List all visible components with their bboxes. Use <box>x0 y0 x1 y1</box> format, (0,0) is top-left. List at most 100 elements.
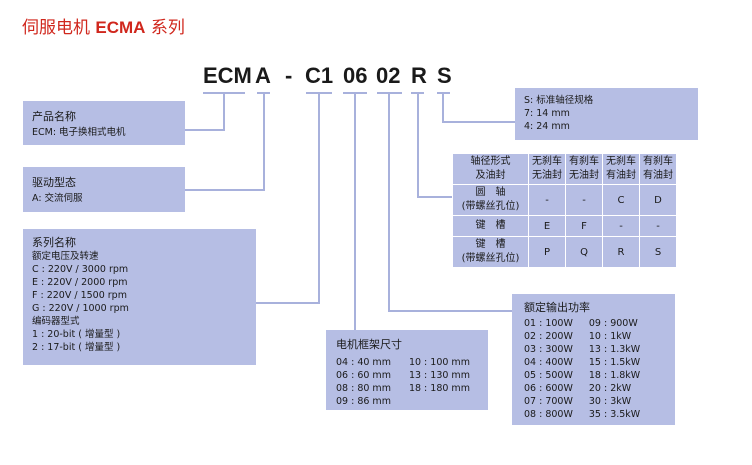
table-corner-line: 轴径形式 <box>470 156 511 167</box>
table-cell: F <box>566 216 602 236</box>
row-label: 键 槽 <box>453 216 528 236</box>
table-row: 键 槽 (带螺丝孔位) P Q R S <box>453 237 676 267</box>
row-label-line: (带螺丝孔位) <box>461 201 520 212</box>
table-cell: R <box>603 237 639 267</box>
table-header: 有刹车 无油封 <box>566 154 602 184</box>
output-power-heading: 额定输出功率 <box>524 301 590 314</box>
power-item: 04 : 400W <box>524 357 573 368</box>
rated-item: G : 220V / 1000 rpm <box>32 303 129 314</box>
drive-type-value: A: 交流伺服 <box>32 193 83 204</box>
table-corner: 轴径形式 及油封 <box>453 154 528 184</box>
frame-size-heading: 电机框架尺寸 <box>336 338 402 351</box>
row-label: 圆 轴 (带螺丝孔位) <box>453 185 528 215</box>
shaft-spec-line: S: 标准轴径规格 <box>524 95 594 106</box>
power-item: 06 : 600W <box>524 383 573 394</box>
table-cell: Q <box>566 237 602 267</box>
table-header-line: 有油封 <box>606 170 636 181</box>
table-header: 有刹车 有油封 <box>640 154 676 184</box>
table-row: 圆 轴 (带螺丝孔位) - - C D <box>453 185 676 215</box>
table-header-line: 无油封 <box>569 170 599 181</box>
table-header-line: 有刹车 <box>643 156 673 167</box>
code-underline <box>343 92 367 94</box>
connector-spec <box>442 94 515 123</box>
drive-type-heading: 驱动型态 <box>32 176 76 189</box>
table-header-line: 无刹车 <box>532 156 562 167</box>
power-item: 05 : 500W <box>524 370 573 381</box>
code-underline <box>377 92 402 94</box>
connector-power <box>388 94 512 312</box>
drive-type-box: 驱动型态 A: 交流伺服 <box>23 167 185 212</box>
power-item: 15 : 1.5kW <box>588 357 641 368</box>
connector-series <box>256 94 320 304</box>
table-header-line: 无油封 <box>532 170 562 181</box>
frame-item: 10 : 100 mm <box>408 357 470 368</box>
series-heading: 系列名称 <box>32 236 76 249</box>
row-label-line: 圆 轴 <box>475 187 506 198</box>
shaft-spec-line: 4: 24 mm <box>524 121 570 132</box>
power-item: 03 : 300W <box>524 344 573 355</box>
table-header-line: 有刹车 <box>569 156 599 167</box>
page-title: 伺服电机 ECMA 系列 <box>22 13 185 38</box>
encoder-label: 编码器型式 <box>32 316 80 327</box>
table-cell: E <box>529 216 565 236</box>
table-cell: C <box>603 185 639 215</box>
table-cell: S <box>640 237 676 267</box>
frame-size-box: 电机框架尺寸 04 : 40 mm 06 : 60 mm 08 : 80 mm … <box>326 330 488 410</box>
table-cell: P <box>529 237 565 267</box>
table-cell: - <box>603 216 639 236</box>
row-label-line: 键 槽 <box>475 220 506 231</box>
shaft-table: 轴径形式 及油封 无刹车 无油封 有刹车 无油封 无刹车 有油封 有刹车 有油封… <box>452 153 677 268</box>
table-cell: - <box>566 185 602 215</box>
code-underline <box>306 92 332 94</box>
power-item: 07 : 700W <box>524 396 573 407</box>
code-dash: - <box>285 63 293 88</box>
power-item: 18 : 1.8kW <box>588 370 641 381</box>
power-item: 35 : 3.5kW <box>588 409 641 420</box>
row-label-line: (带螺丝孔位) <box>461 253 520 264</box>
rated-item: E : 220V / 2000 rpm <box>32 277 128 288</box>
code-underline <box>257 92 270 94</box>
rated-item: F : 220V / 1500 rpm <box>32 290 127 301</box>
table-cell: D <box>640 185 676 215</box>
code-a: A <box>255 63 271 88</box>
frame-item: 08 : 80 mm <box>336 383 391 394</box>
power-item: 08 : 800W <box>524 409 573 420</box>
code-underline <box>437 92 450 94</box>
row-label: 键 槽 (带螺丝孔位) <box>453 237 528 267</box>
power-item: 13 : 1.3kW <box>588 344 641 355</box>
title-brand: ECMA <box>95 18 146 37</box>
power-item: 09 : 900W <box>588 318 638 329</box>
table-cell: - <box>640 216 676 236</box>
power-item: 01 : 100W <box>524 318 573 329</box>
table-cell: - <box>529 185 565 215</box>
code-c1: C1 <box>305 63 334 88</box>
frame-item: 18 : 180 mm <box>408 383 470 394</box>
rated-label: 额定电压及转速 <box>32 251 99 262</box>
frame-item: 13 : 130 mm <box>408 370 470 381</box>
rated-item: C : 220V / 3000 rpm <box>32 264 129 275</box>
code-power: 02 <box>376 63 401 88</box>
table-header-row: 轴径形式 及油封 无刹车 无油封 有刹车 无油封 无刹车 有油封 有刹车 有油封 <box>453 154 676 184</box>
title-prefix: 伺服电机 <box>22 18 96 38</box>
table-header-line: 无刹车 <box>606 156 636 167</box>
series-box: 系列名称 额定电压及转速 C : 220V / 3000 rpm E : 220… <box>23 229 256 365</box>
shaft-spec-line: 7: 14 mm <box>524 108 570 119</box>
row-label-line: 键 槽 <box>475 239 506 250</box>
power-item: 30 : 3kW <box>588 396 632 407</box>
connector-product <box>185 94 225 131</box>
connector-drive <box>185 94 265 191</box>
code-shaft: R <box>411 63 427 88</box>
table-header-line: 有油封 <box>643 170 673 181</box>
title-suffix: 系列 <box>145 18 185 38</box>
product-name-heading: 产品名称 <box>32 110 76 123</box>
table-header: 无刹车 有油封 <box>603 154 639 184</box>
connector-shaft <box>417 94 452 198</box>
code-frame: 06 <box>343 63 368 88</box>
frame-item: 04 : 40 mm <box>336 357 391 368</box>
output-power-box: 额定输出功率 01 : 100W 02 : 200W 03 : 300W 04 … <box>512 294 675 425</box>
frame-item: 09 : 86 mm <box>336 396 391 407</box>
product-name-box: 产品名称 ECM: 电子换相式电机 <box>23 101 185 145</box>
power-item: 20 : 2kW <box>588 383 632 394</box>
table-row: 键 槽 E F - - <box>453 216 676 236</box>
